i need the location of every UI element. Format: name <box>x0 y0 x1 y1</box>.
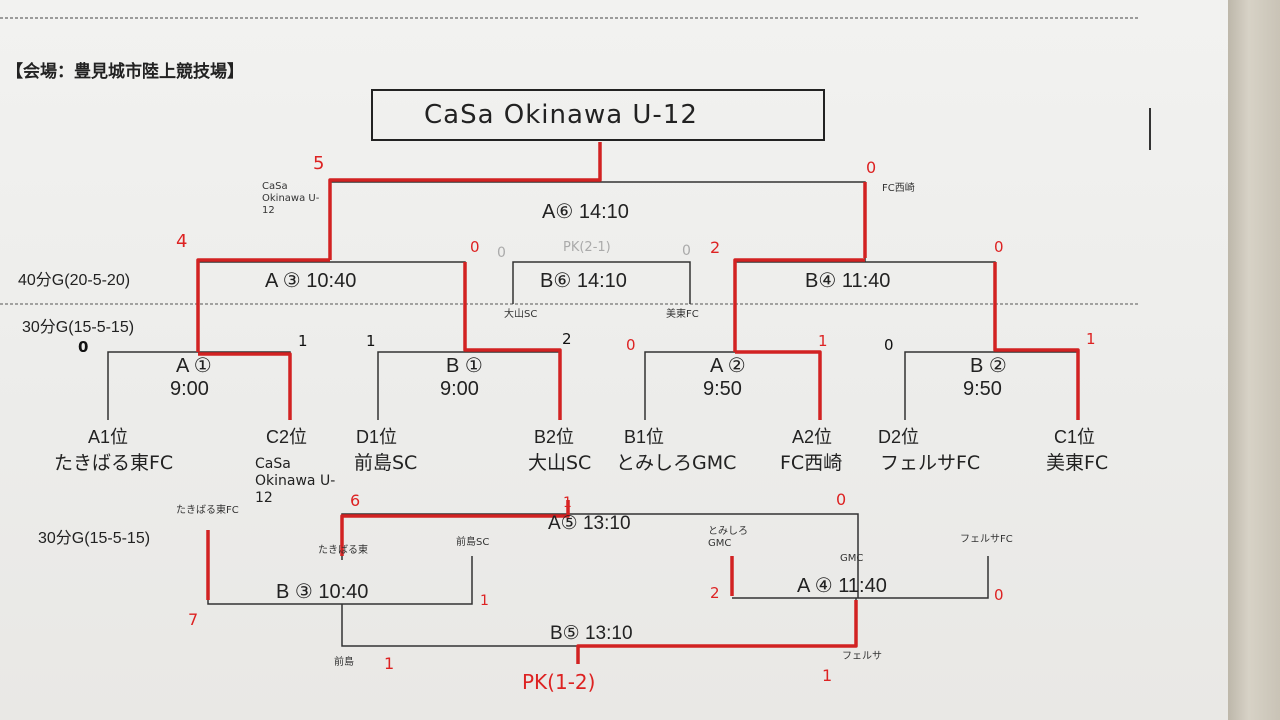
match-b3: B ③ 10:40 <box>276 581 369 603</box>
match-a6: A⑥ 14:10 <box>542 201 629 223</box>
score-a6-right: 0 <box>866 158 877 177</box>
score-b6-pk: PK(2-1) <box>563 240 611 255</box>
seed-team: フェルサFC <box>880 452 981 474</box>
score-b6-left: 0 <box>497 245 506 261</box>
score-a4-left: 2 <box>710 584 720 602</box>
seed-team: とみしろGMC <box>616 452 737 474</box>
a4-bracket <box>732 556 989 599</box>
winner-a2 <box>735 350 822 420</box>
seed-team: 美東FC <box>1046 452 1109 474</box>
match-a1-time: 9:00 <box>170 378 209 400</box>
score-b5-pk: PK(1-2) <box>522 670 596 694</box>
score-a5-mid: 1 <box>563 495 572 511</box>
match-b1: B ① <box>446 355 483 377</box>
note-a6-left-team: CaSa Okinawa U-12 <box>262 181 320 216</box>
b6-bracket <box>512 261 691 304</box>
seed-team: FC西崎 <box>780 452 843 474</box>
match-a2-time: 9:50 <box>703 378 742 400</box>
match-b5: B⑤ 13:10 <box>550 623 633 644</box>
match-a3: A ③ 10:40 <box>265 270 357 292</box>
seed-rank: B2位 <box>534 427 575 447</box>
seed-rank: D1位 <box>356 427 398 447</box>
note-b5-right-team: フェルサ <box>842 651 882 662</box>
match-b6: B⑥ 14:10 <box>540 270 627 292</box>
note-b6-left-team: 大山SC <box>504 309 538 320</box>
score-b4-right: 0 <box>994 238 1004 256</box>
score-a5-left: 6 <box>350 491 361 510</box>
note-b6-right-team: 美東FC <box>666 309 699 320</box>
seed-rank: C2位 <box>266 427 308 447</box>
note-b5-left-team: 前島 <box>334 657 354 668</box>
match-b4: B④ 11:40 <box>805 270 891 292</box>
match-a1: A ① <box>176 355 212 377</box>
champion-box <box>371 89 825 141</box>
match-b2-time: 9:50 <box>963 378 1002 400</box>
match-a4: A ④ 11:40 <box>797 575 887 597</box>
match-b2: B ② <box>970 355 1007 377</box>
match-a5: A⑤ 13:10 <box>548 513 631 534</box>
venue-title: 【会場：豊見城市陸上競技場】 <box>6 62 244 81</box>
score-a2-right: 1 <box>818 332 828 350</box>
match-a2: A ② <box>710 355 746 377</box>
seed-team: 前島SC <box>354 452 418 474</box>
seed-rank: A1位 <box>88 427 129 447</box>
note-a4-mid-team: GMC <box>840 553 864 564</box>
note-a6-right-team: FC西崎 <box>882 183 915 194</box>
note-a5-left-team: たきばる東 <box>318 545 368 556</box>
score-a3-left: 4 <box>176 231 188 252</box>
note-a4-right-team: フェルサFC <box>960 534 1013 545</box>
score-b5-right: 1 <box>822 666 833 685</box>
winner-a5 <box>340 500 570 556</box>
score-a1-left: 0 <box>78 338 89 356</box>
seed-rank: D2位 <box>878 427 920 447</box>
row-label-30min-top: 30分G(15-5-15) <box>22 319 135 336</box>
seed-team: たきばる東FC <box>54 452 174 474</box>
note-b3-top-left: たきばる東FC <box>176 505 239 516</box>
seed-team: 大山SC <box>528 452 592 474</box>
champion-name: CaSa Okinawa U-12 <box>424 100 698 130</box>
score-b3-right: 1 <box>480 593 489 609</box>
note-a5-mid-team: 前島SC <box>456 537 490 548</box>
wood-background <box>1228 0 1280 720</box>
seed-rank: B1位 <box>624 427 665 447</box>
score-b3-left: 7 <box>188 610 199 629</box>
score-a4-right: 0 <box>994 586 1004 604</box>
score-b6-right: 0 <box>682 243 691 259</box>
score-b4-left: 2 <box>710 238 721 257</box>
score-a2-left: 0 <box>626 336 636 354</box>
score-a6-left: 5 <box>313 153 325 174</box>
winner-b4 <box>733 258 865 352</box>
seed-rank: A2位 <box>792 427 833 447</box>
winner-b1 <box>463 262 562 420</box>
score-a1-right: 1 <box>298 332 308 350</box>
score-b1-right: 2 <box>562 330 572 348</box>
row-label-30min-bottom: 30分G(15-5-15) <box>38 530 151 547</box>
match-b1-time: 9:00 <box>440 378 479 400</box>
winner-b2 <box>993 262 1080 420</box>
winner-a3 <box>196 258 330 352</box>
winner-final-left <box>328 142 602 260</box>
bracket-paper <box>0 0 1228 720</box>
score-b1-left: 1 <box>366 332 376 350</box>
score-b5-left: 1 <box>384 654 395 673</box>
score-a5-right: 0 <box>836 490 847 509</box>
score-b2-left: 0 <box>884 336 894 354</box>
note-a4-left-team: とみしろGMC <box>708 526 748 549</box>
score-b2-right: 1 <box>1086 330 1096 348</box>
score-a3-right: 0 <box>470 238 480 256</box>
row-label-40min: 40分G(20-5-20) <box>18 272 131 289</box>
seed-rank: C1位 <box>1054 427 1096 447</box>
seed-team: CaSa Okinawa U-12 <box>255 456 336 506</box>
winner-a1 <box>198 352 292 420</box>
winner-b5 <box>576 600 858 664</box>
